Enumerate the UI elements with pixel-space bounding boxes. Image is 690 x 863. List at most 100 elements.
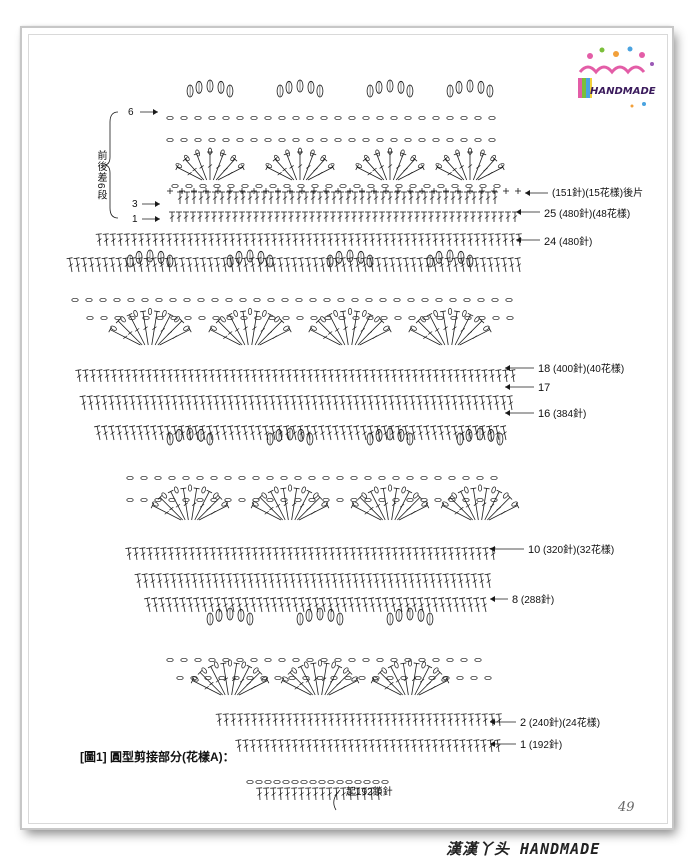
fan-stitch [470,487,479,521]
row-9-stitch [281,573,288,589]
row-24-stitch [137,233,144,247]
row-1-stitch [235,739,242,753]
fan-stitch [392,152,407,181]
row-24-stitch [242,233,249,247]
fan-chain [312,492,319,499]
row-17-stitch [208,369,215,383]
row-15-stitch [332,425,339,441]
fan-stitch [417,669,443,696]
chain-stitch [292,137,300,143]
fan-chain [252,501,259,507]
row-17-stitch [446,369,453,383]
chain-stitch [404,115,412,121]
row-1-stitch [358,211,364,222]
fan-chain [420,316,426,323]
row-17-stitch [411,369,418,383]
row-24-stitch [501,233,508,247]
row-17-stitch [341,369,348,383]
chain-stitch [210,497,218,503]
row-10-stitch [328,547,335,561]
fan-chain [282,676,289,682]
row-9-stitch [379,573,386,589]
row-9-stitch [351,573,358,589]
fan-chain [375,149,380,157]
row-9-stitch [260,573,267,589]
chain-stitch [280,497,288,503]
fan-chain [432,667,439,674]
row-15-stitch [311,425,318,441]
row-10-stitch [174,547,181,561]
row-2-stitch [460,713,467,727]
row-17-stitch [173,369,180,383]
fan-stitch [357,318,385,346]
row-15-stitch [220,425,227,441]
row-16-stitch [156,395,163,411]
fan-stitch [126,312,146,346]
row-17-stitch [194,369,201,383]
row-1-stitch [396,739,403,753]
row-17-stitch [201,369,208,383]
row-16-stitch [212,395,219,411]
fan-stitch [208,326,241,346]
chain-stitch [311,183,319,189]
arrow-head-icon [505,365,510,371]
fan-stitch [355,164,383,181]
chain-stitch [423,183,431,189]
fan-chain [480,149,485,157]
chain-stitch [365,297,373,303]
chain-stitch [241,183,249,189]
row-3-stitch [373,191,379,204]
row-9-stitch [169,573,176,589]
chain-stitch [505,297,513,303]
chain-stitch [465,183,473,189]
single-crochet-symbol [287,188,293,194]
row-9-stitch [155,573,162,589]
row-3-stitch [415,191,421,204]
row-1-stitch [386,211,392,222]
row-2-stitch [390,713,397,727]
fan-stitch [308,326,341,346]
row-9-stitch [302,573,309,589]
row-16-stitch [331,395,338,411]
fan-chain [221,501,228,507]
row-15-stitch [430,425,437,441]
row-23-stitch [402,257,409,273]
row-16-stitch [121,395,128,411]
row-8-stitch [256,597,263,613]
row-10-stitch [391,547,398,561]
single-crochet-symbol [371,188,377,194]
fan-stitch [108,326,141,346]
chain-stitch [292,657,300,663]
fan-stitch [459,326,492,346]
row-3-stitch [457,191,463,204]
row-23-stitch [514,257,521,273]
fan-chain [383,325,390,331]
chain-stitch [316,675,324,681]
single-crochet-symbol [227,188,233,194]
row-24-stitch [102,233,109,247]
row-8-stitch [333,597,340,613]
arrow-head-icon [505,384,510,390]
fan-chain [467,147,473,155]
arrow-head-icon [490,741,495,747]
row-8-stitch [270,597,277,613]
chain-stitch [281,297,289,303]
row-24-stitch [396,233,403,247]
row-8-stitch [445,597,452,613]
row-10-stitch [153,547,160,561]
row-17-stitch [187,369,194,383]
row-17-stitch [138,369,145,383]
fan-chain [201,667,208,674]
row-15-stitch [451,425,458,441]
fan-stitch [190,677,222,696]
chain-stitch [212,315,220,321]
row-3-stitch [254,191,260,204]
row-3-stitch [191,191,197,204]
fan-chain [227,659,233,667]
row-3-stitch [485,191,491,204]
row-10-stitch [195,547,202,561]
chain-stitch [367,183,375,189]
row-9-stitch [484,573,491,589]
chain-stitch [250,137,258,143]
foundation-stitch [361,787,368,801]
